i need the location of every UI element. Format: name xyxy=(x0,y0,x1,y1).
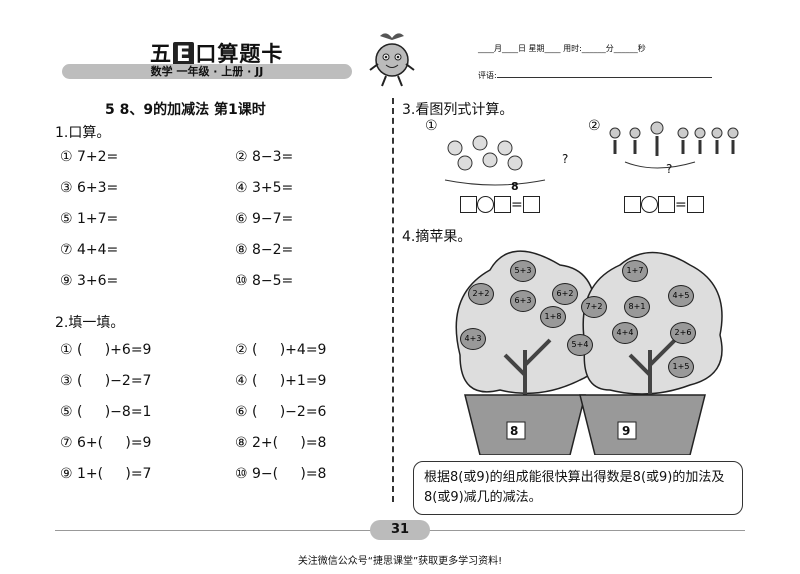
oral-calc-item: ③ 6+3= xyxy=(60,180,119,196)
apple[interactable]: 8+1 xyxy=(624,296,650,318)
date-line: ____月____日 星期____ 用时:______分______秒 xyxy=(478,44,646,53)
column-divider xyxy=(392,98,394,502)
apple[interactable]: 6+2 xyxy=(552,283,578,305)
fill-blank-item: ⑥ ( )−2=6 xyxy=(235,404,327,420)
apple[interactable]: 4+5 xyxy=(668,285,694,307)
footer-note: 关注微信公众号“捷思课堂”获取更多学习资料! xyxy=(297,556,503,567)
lesson-title: 5 8、9的加减法 第1课时 xyxy=(105,102,266,118)
apple[interactable]: 4+4 xyxy=(612,322,638,344)
dogs-picture xyxy=(444,135,546,186)
p2-question: ? xyxy=(666,162,673,176)
fill-blank-item: ④ ( )+1=9 xyxy=(235,373,327,389)
basket-right-number: 9 xyxy=(622,424,631,438)
fill-blank-item: ⑩ 9−( )=8 xyxy=(235,466,327,482)
oral-calc-item: ① 7+2= xyxy=(60,149,119,165)
apple-mascot-icon xyxy=(369,33,415,87)
page-number: 31 xyxy=(370,520,430,540)
tip-box: 根据8(或9)的组成能很快算出得数是8(或9)的加法及8(或9)减几的减法。 xyxy=(413,461,743,515)
brand-e: E xyxy=(173,42,195,66)
apple[interactable]: 4+3 xyxy=(460,328,486,350)
fill-blank-item: ② ( )+4=9 xyxy=(235,342,327,358)
subject-bar: 数学 一年级 · 上册 · JJ xyxy=(62,64,352,79)
fill-blank-item: ⑨ 1+( )=7 xyxy=(60,466,152,482)
p1-total: 8 xyxy=(511,180,519,193)
problem1-label: ① xyxy=(425,118,438,134)
apple[interactable]: 1+7 xyxy=(622,260,648,282)
apple[interactable]: 7+2 xyxy=(581,296,607,318)
brand-prefix: 五 xyxy=(150,42,172,66)
section2-heading: 2.填一填。 xyxy=(55,315,125,331)
basket-left-number: 8 xyxy=(510,424,519,438)
problem2-label: ② xyxy=(588,118,601,134)
oral-calc-item: ⑦ 4+4= xyxy=(60,242,119,258)
apple[interactable]: 2+6 xyxy=(670,322,696,344)
oral-calc-item: ⑩ 8−5= xyxy=(235,273,294,289)
section1-heading: 1.口算。 xyxy=(55,125,111,141)
oral-calc-item: ⑨ 3+6= xyxy=(60,273,119,289)
apple[interactable]: 1+8 xyxy=(540,306,566,328)
apple[interactable]: 1+5 xyxy=(668,356,694,378)
apple[interactable]: 5+3 xyxy=(510,260,536,282)
fill-blank-item: ③ ( )−2=7 xyxy=(60,373,152,389)
oral-calc-item: ⑤ 1+7= xyxy=(60,211,119,227)
section3-heading: 3.看图列式计算。 xyxy=(402,102,514,118)
section4-heading: 4.摘苹果。 xyxy=(402,229,472,245)
oral-calc-item: ⑧ 8−2= xyxy=(235,242,294,258)
p1-answer-boxes[interactable]: = xyxy=(460,194,540,213)
oral-calc-item: ⑥ 9−7= xyxy=(235,211,294,227)
brand-suffix: 口算题卡 xyxy=(195,42,284,66)
oral-calc-item: ④ 3+5= xyxy=(235,180,294,196)
fill-blank-item: ① ( )+6=9 xyxy=(60,342,152,358)
apple[interactable]: 2+2 xyxy=(468,283,494,305)
fill-blank-item: ⑤ ( )−8=1 xyxy=(60,404,152,420)
children-picture xyxy=(609,121,739,169)
p2-answer-boxes[interactable]: = xyxy=(624,194,704,213)
apple[interactable]: 5+4 xyxy=(567,334,593,356)
apple[interactable]: 6+3 xyxy=(510,290,536,312)
oral-calc-item: ② 8−3= xyxy=(235,149,294,165)
p1-question: ? xyxy=(562,152,569,166)
fill-blank-item: ⑦ 6+( )=9 xyxy=(60,435,152,451)
fill-blank-item: ⑧ 2+( )=8 xyxy=(235,435,327,451)
comment-label: 评语: xyxy=(478,70,712,81)
